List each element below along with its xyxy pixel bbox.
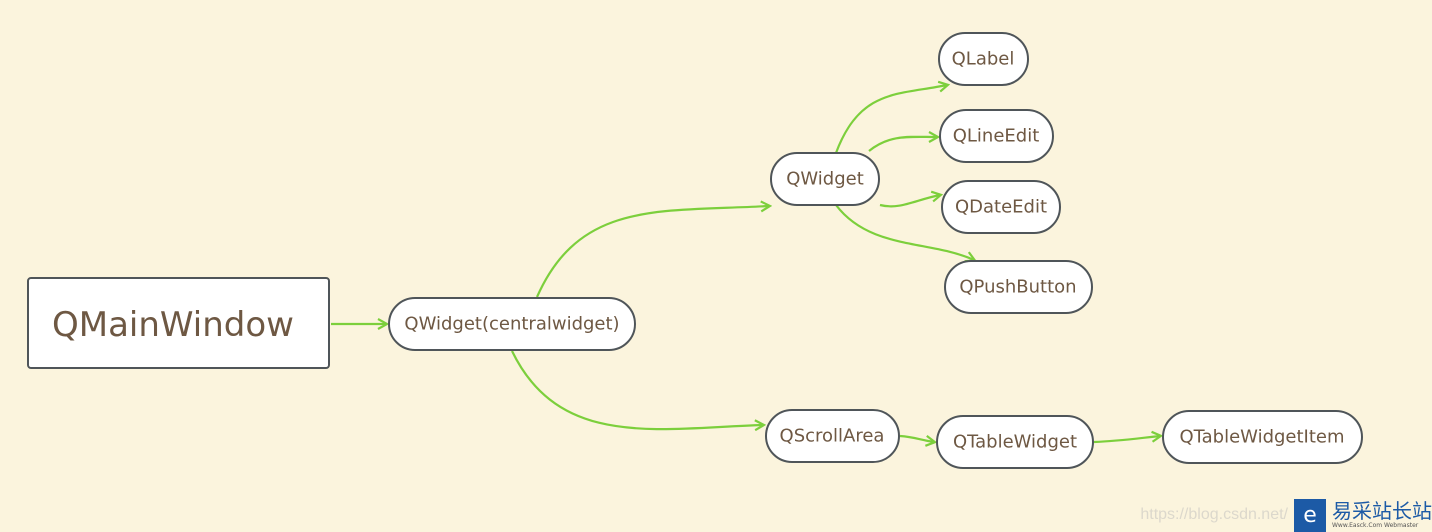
node-label: QDateEdit: [955, 197, 1047, 218]
node-label: QLineEdit: [953, 126, 1040, 147]
edge-tablewidget-item: [1093, 436, 1160, 444]
node-label: QTableWidget: [953, 432, 1077, 453]
node-qwidget[interactable]: QWidget: [770, 152, 880, 206]
node-qpushbutton[interactable]: QPushButton: [944, 260, 1093, 314]
edge-widget-label: [834, 85, 947, 154]
node-label: QMainWindow: [52, 305, 294, 345]
node-label: QLabel: [952, 49, 1015, 70]
node-qtablewidgetitem[interactable]: QTableWidgetItem: [1162, 410, 1363, 464]
node-label: QWidget(centralwidget): [404, 314, 619, 335]
edge-central-scrollarea: [511, 350, 763, 429]
watermark-sub: Www.Easck.Com Webmaster: [1332, 522, 1419, 529]
edge-widget-dateedit: [879, 195, 940, 208]
node-label: QPushButton: [959, 277, 1076, 298]
node-label: QWidget: [786, 169, 864, 190]
watermark-brand-block: 易采站长站 Www.Easck.Com Webmaster: [1332, 498, 1432, 532]
node-label: QTableWidgetItem: [1179, 427, 1344, 448]
e-logo-icon: e: [1294, 498, 1326, 532]
node-qscrollarea[interactable]: QScrollArea: [765, 409, 900, 463]
node-qdateedit[interactable]: QDateEdit: [941, 180, 1061, 234]
node-qlabel[interactable]: QLabel: [938, 32, 1029, 86]
edge-widget-pushbutton: [835, 204, 974, 260]
node-qlineedit[interactable]: QLineEdit: [939, 109, 1054, 163]
watermark-url: https://blog.csdn.net/: [1140, 506, 1288, 523]
node-label: QScrollArea: [780, 426, 885, 447]
node-qwidget-centralwidget[interactable]: QWidget(centralwidget): [388, 297, 636, 351]
edge-scrollarea-tablewidget: [899, 434, 934, 442]
watermark: https://blog.csdn.net/ e 易采站长站 Www.Easck…: [1140, 498, 1432, 532]
edge-widget-lineedit: [868, 137, 937, 152]
node-qmainwindow[interactable]: QMainWindow: [27, 277, 330, 369]
node-qtablewidget[interactable]: QTableWidget: [936, 415, 1094, 469]
watermark-brand: 易采站长站: [1332, 499, 1432, 523]
edge-central-widget: [535, 206, 769, 298]
